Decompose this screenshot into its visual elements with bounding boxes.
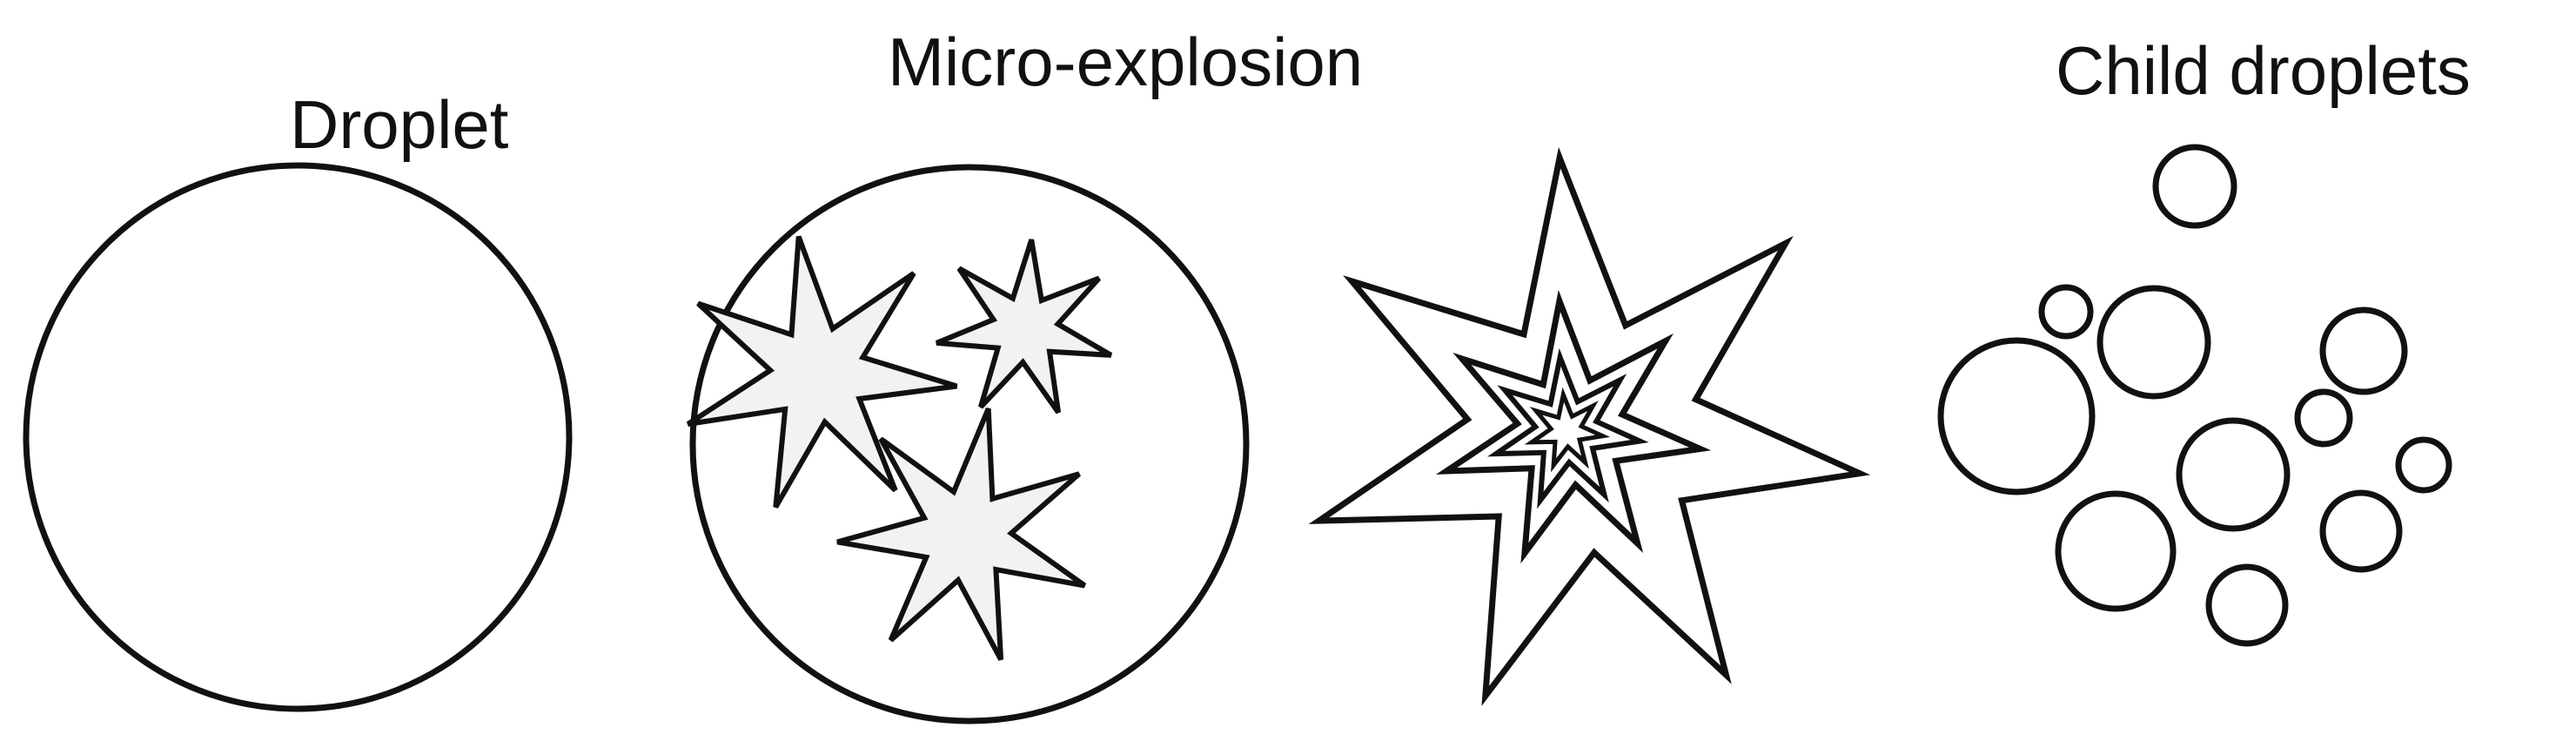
child-droplet-10 (2319, 489, 2403, 573)
child-droplet-6 (2294, 388, 2353, 448)
child-droplet-3 (2096, 285, 2211, 400)
child-droplets-group (1937, 144, 2452, 647)
child-droplet-9 (2055, 490, 2177, 612)
micro-explosion-droplet-circle (689, 164, 1250, 724)
child-droplet-4 (2319, 307, 2408, 395)
inner-star-group (686, 235, 1113, 661)
child-droplet-7 (2176, 417, 2291, 532)
inner-star-bottom (836, 408, 1087, 661)
child-droplet-11 (2205, 563, 2289, 647)
child-droplet-1 (2152, 144, 2237, 229)
inner-star-large (686, 235, 958, 509)
label-micro-explosion: Micro-explosion (888, 24, 1363, 100)
child-droplet-5 (1937, 337, 2096, 495)
label-droplet: Droplet (290, 86, 509, 163)
child-droplet-2 (2038, 284, 2094, 340)
label-child-droplets: Child droplets (2056, 32, 2471, 109)
droplet-circle (23, 162, 573, 712)
inner-star-small (936, 239, 1113, 414)
child-droplet-8 (2395, 436, 2452, 494)
burst-star-core (1524, 387, 1611, 473)
explosion-burst-group (1308, 146, 1871, 706)
